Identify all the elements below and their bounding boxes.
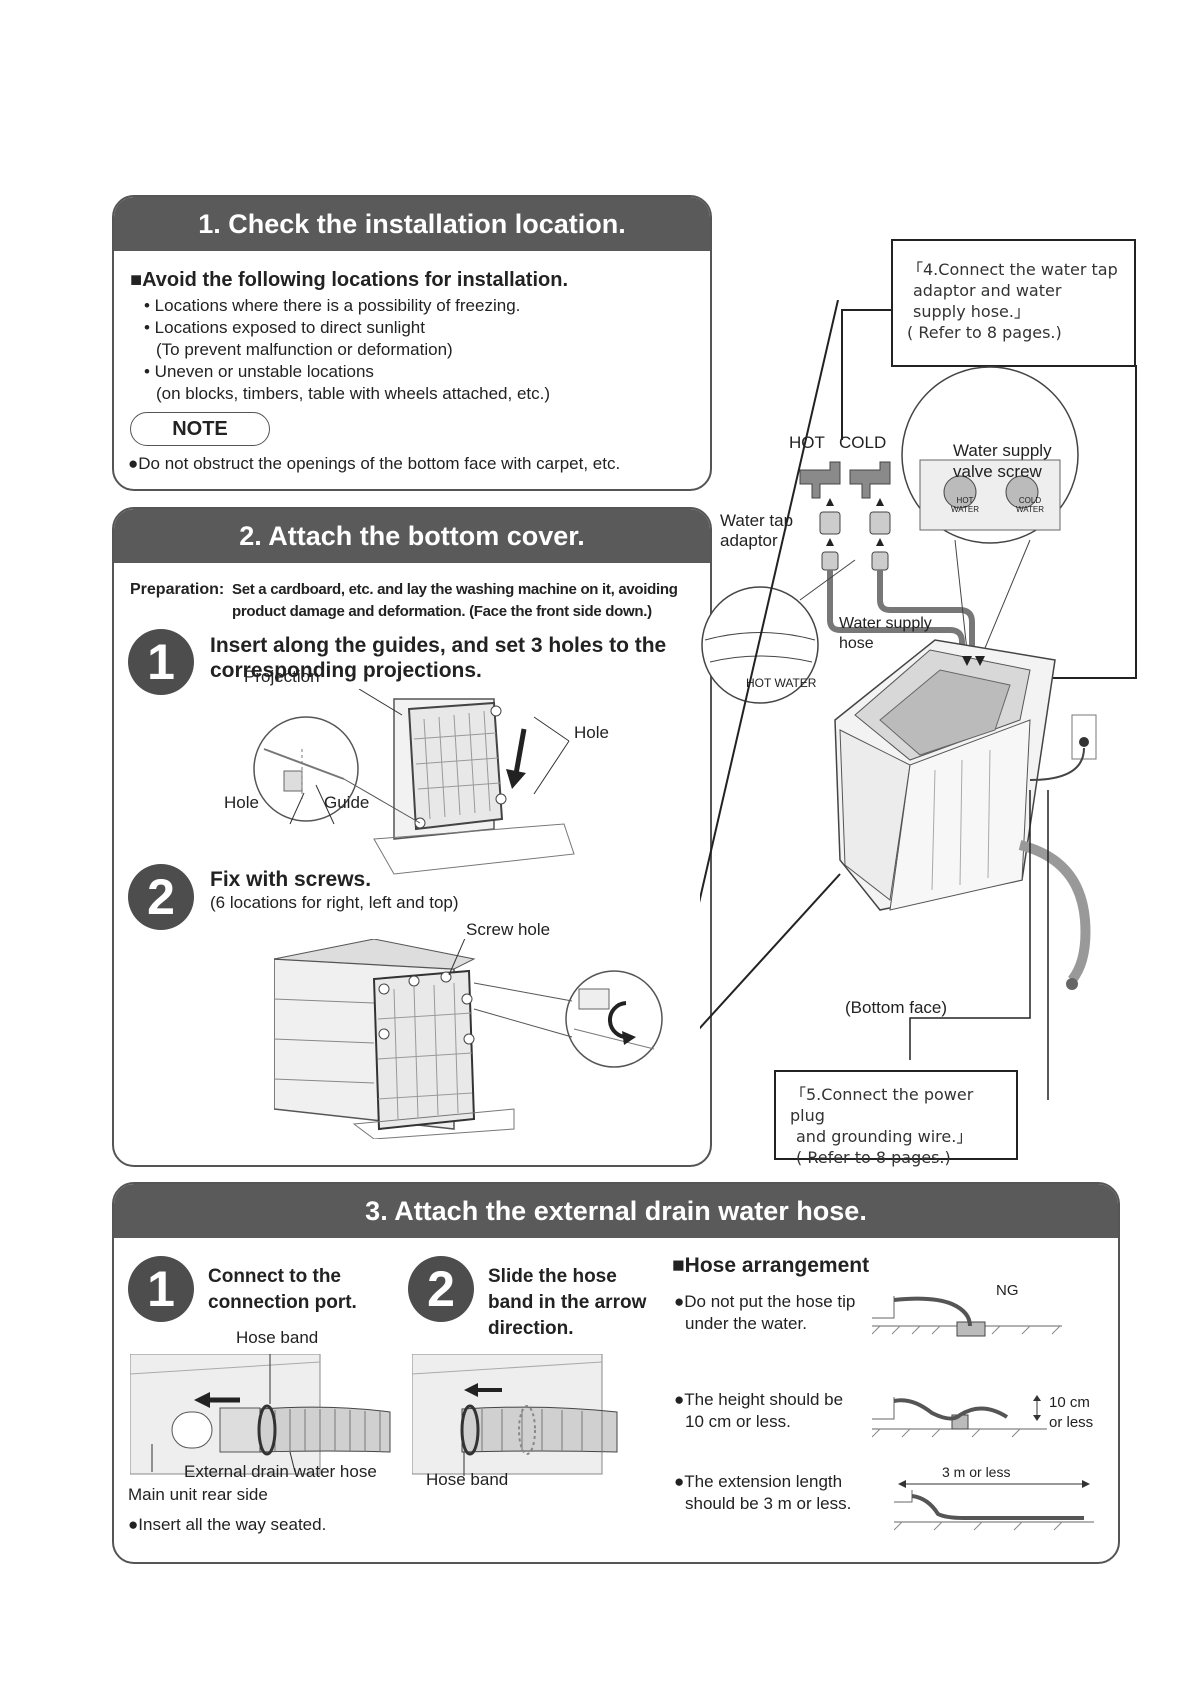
section-3-title: 3. Attach the external drain water hose. [114,1184,1118,1238]
avoid-heading: ■Avoid the following locations for insta… [130,269,569,291]
arrangement-1-tag: NG [996,1282,1019,1299]
arrangement-2-line-1: ●The height should be [674,1390,844,1409]
bottom-cover-insert-illustration [253,689,575,875]
label-screw-hole: Screw hole [466,920,551,939]
arrangement-2-tag-line-1: 10 cm [1049,1394,1090,1411]
callout-connect-water: 「4.Connect the water tap adaptor and wat… [891,239,1136,367]
drain-step-1-number: 1 [128,1256,194,1322]
arrangement-3-line-1: ●The extension length [674,1472,843,1491]
label-valve-cold: COLD WATER [1016,496,1044,514]
label-main-unit-rear: Main unit rear side [128,1485,268,1504]
arrangement-1-line-2: under the water. [685,1314,807,1333]
bottom-cover-screws-illustration [274,939,663,1139]
callout-5-line-1: 「5.Connect the power plug [790,1085,974,1125]
drain-connect-illustration [130,1354,391,1475]
avoid-item-sunlight: • Locations exposed to direct sunlight [144,318,425,337]
callout-4-line-3: supply hose.」 [913,302,1030,321]
preparation-line-1: Set a cardboard, etc. and lay the washin… [232,581,678,598]
label-hose-line-2: hose [839,635,874,652]
callout-5-line-3: ( Refer to 8 pages.) [796,1148,951,1167]
section-1-title: 1. Check the installation location. [114,197,710,251]
callout-4-line-1: 「4.Connect the water tap [907,260,1118,279]
arrangement-length-illustration [894,1480,1094,1531]
label-valve-hot: HOT WATER [951,496,979,514]
note-text: ●Do not obstruct the openings of the bot… [128,454,621,473]
label-adaptor-line-2: adaptor [720,531,778,550]
section-drain-hose: 3. Attach the external drain water hose.… [112,1182,1120,1564]
drain-step-1-line-2: connection port. [208,1292,357,1313]
washing-machine-illustration [700,300,1137,1100]
callout-4-line-4: ( Refer to 8 pages.) [907,323,1062,342]
step-2-subtitle: (6 locations for right, left and top) [210,893,459,912]
callout-4-line-2: adaptor and water [913,281,1062,300]
callout-connect-power: 「5.Connect the power plug and grounding … [774,1070,1018,1167]
avoid-item-sunlight-note: (To prevent malfunction or deformation) [156,340,453,359]
label-hose-band-2: Hose band [426,1470,509,1489]
step-1-title-line-2: corresponding projections. [210,659,482,682]
drain-step-2-line-2: band in the arrow [488,1292,647,1313]
arrangement-3-tag: 3 m or less [942,1464,1011,1480]
arrangement-heading: ■Hose arrangement [672,1254,870,1277]
drain-step-1-line-1: Connect to the [208,1266,341,1287]
arrangement-height-illustration [872,1395,1047,1438]
arrangement-2-tag-line-2: or less [1049,1414,1094,1431]
label-hose-line-1: Water supply [839,615,932,632]
preparation-label: Preparation: [130,581,225,598]
callout-5-line-2: and grounding wire.」 [796,1127,973,1146]
drain-slide-band-illustration [412,1354,618,1476]
step-1-title-line-1: Insert along the guides, and set 3 holes… [210,634,667,657]
label-guide: Guide [324,793,370,812]
label-cold: COLD [839,433,887,452]
drain-step-2-line-3: direction. [488,1318,574,1339]
preparation-line-2: product damage and deformation. (Face th… [232,603,652,620]
avoid-item-freezing: • Locations where there is a possibility… [144,296,521,315]
label-valve-line-2: valve screw [953,462,1042,481]
label-external-hose: External drain water hose [184,1462,377,1481]
step-1-number: 1 [128,629,194,695]
label-valve-line-1: Water supply [953,441,1052,460]
drain-step-2-line-1: Slide the hose [488,1266,617,1287]
label-hot: HOT [789,433,825,452]
arrangement-2-line-2: 10 cm or less. [685,1412,791,1431]
section-2-title: 2. Attach the bottom cover. [114,509,710,563]
note-insert-seated: ●Insert all the way seated. [128,1515,327,1534]
label-hose-band-1: Hose band [236,1328,319,1347]
avoid-item-uneven: • Uneven or unstable locations [144,362,374,381]
arrangement-1-line-1: ●Do not put the hose tip [674,1292,856,1311]
step-2-title: Fix with screws. [210,868,372,891]
label-hot-water-tag: HOT WATER [746,676,817,690]
arrangement-3-line-2: should be 3 m or less. [685,1494,852,1513]
avoid-item-uneven-note: (on blocks, timbers, table with wheels a… [156,384,551,403]
label-adaptor-line-1: Water tap [720,511,794,530]
section-check-location: 1. Check the installation location. ■Avo… [112,195,712,491]
label-hole-right: Hole [574,723,609,742]
section-bottom-cover: 2. Attach the bottom cover. Preparation:… [112,507,712,1167]
label-hole-left: Hole [224,793,259,812]
arrangement-ng-illustration [872,1296,1062,1337]
label-projection: Projection [244,667,320,686]
step-2-number: 2 [128,864,194,930]
note-badge: NOTE [130,412,270,446]
label-bottom-face: (Bottom face) [845,998,948,1017]
drain-step-2-number: 2 [408,1256,474,1322]
